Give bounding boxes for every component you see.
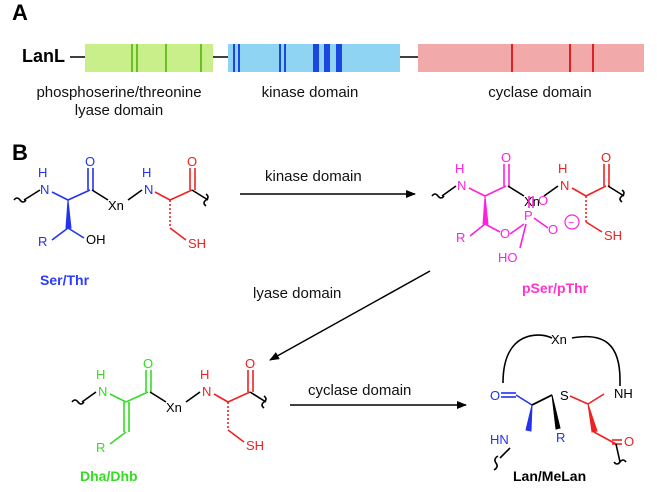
svg-text:O: O [601,150,611,165]
svg-text:H: H [558,161,567,176]
lan-melan-label: Lan/MeLan [513,468,587,484]
panel-b-letter: B [12,140,28,165]
svg-text:O: O [85,154,95,169]
svg-text:O: O [245,356,255,371]
panel-a-letter: A [12,0,28,25]
svg-text:O: O [143,356,153,371]
svg-text:N: N [40,182,49,197]
svg-text:S: S [560,388,569,403]
kinase-step-label: kinase domain [265,168,362,185]
svg-text:SH: SH [188,236,206,251]
svg-text:H: H [96,367,105,382]
lyase-domain-bar [85,44,213,72]
pser-pthr-structure: N H O Xn N H O R O P O O − HO [431,150,625,265]
svg-text:R: R [456,230,465,245]
cyclase-domain-bar [418,44,644,72]
macrocycle-arc [502,334,553,384]
lyase-step-label: lyase domain [253,285,342,302]
lanl-protein-name: LanL [22,46,65,66]
svg-text:SH: SH [604,228,622,243]
svg-text:H: H [200,367,209,382]
svg-text:Xn: Xn [524,194,540,209]
kinase-motif-6 [324,44,330,72]
svg-text:O: O [538,193,548,208]
svg-text:H: H [455,161,464,176]
svg-text:R: R [96,440,105,455]
svg-text:HO: HO [498,250,518,265]
svg-text:N: N [457,178,466,193]
svg-text:SH: SH [246,438,264,453]
cyclase-step-label: cyclase domain [308,382,412,399]
svg-text:−: − [568,217,574,229]
kinase-motif-7 [336,44,342,72]
svg-text:O: O [500,226,510,241]
lan-melan-structure: Xn NH O S HN R O [490,332,634,471]
svg-text:Xn: Xn [108,198,124,213]
lyase-domain-label-line2: lyase domain [74,102,164,119]
svg-text:H: H [38,165,47,180]
dha-dhb-label: Dha/Dhb [80,468,138,484]
svg-text:N: N [202,384,211,399]
svg-text:HN: HN [490,432,509,447]
svg-text:Xn: Xn [166,400,182,415]
svg-text:H: H [142,165,151,180]
svg-text:O: O [490,388,500,403]
svg-text:R: R [38,234,47,249]
svg-text:N: N [98,384,107,399]
svg-text:NH: NH [614,386,633,401]
lyase-domain-label-line1: phosphoserine/threonine [36,84,202,101]
cyclase-domain-label: cyclase domain [488,84,592,101]
svg-text:OH: OH [86,232,106,247]
kinase-domain-label: kinase domain [261,84,359,101]
svg-text:Xn: Xn [551,332,567,347]
svg-text:N: N [144,182,153,197]
svg-text:P: P [524,208,533,223]
kinase-motif-5 [313,44,319,72]
ser-thr-label: Ser/Thr [40,272,90,288]
lyase-arrow [269,270,431,361]
dha-dhb-structure: N H O Xn N H O R SH [71,356,267,455]
svg-text:R: R [556,430,565,445]
pser-pthr-label: pSer/pThr [522,280,589,296]
svg-text:O: O [624,434,634,449]
ser-thr-structure: N H O Xn N H O R OH SH [13,154,209,251]
wavy-bond-left-1 [13,197,27,203]
svg-text:O: O [187,154,197,169]
svg-text:O: O [501,150,511,165]
svg-text:N: N [560,178,569,193]
svg-text:O: O [548,222,558,237]
lyase-domain-label: phosphoserine/threonine lyase domain [14,84,224,120]
